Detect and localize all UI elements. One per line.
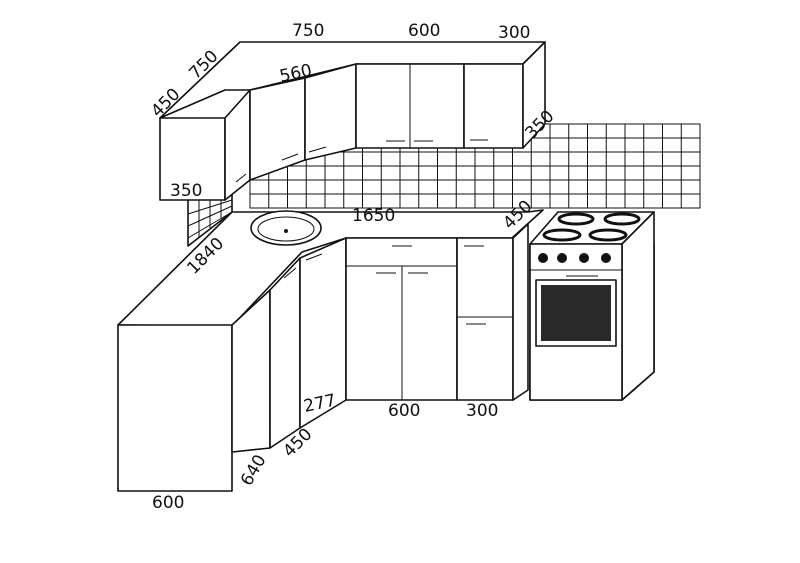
burner-icon	[557, 212, 595, 226]
base-cabinet-300	[456, 223, 529, 401]
knob-icon	[538, 253, 548, 263]
dim-upper-left-depth: 450	[147, 84, 184, 121]
dim-base-left-600: 600	[152, 493, 184, 513]
dim-upper-300: 300	[498, 23, 530, 43]
burner-icon	[588, 228, 628, 242]
base-cabinet-600	[345, 237, 458, 401]
stove	[529, 211, 655, 401]
upper-cabinet-corner	[249, 63, 357, 181]
dim-upper-depth-left: 350	[170, 181, 202, 201]
dim-base-600: 600	[388, 401, 420, 421]
dim-upper-top-width: 750	[292, 21, 324, 41]
base-cabinet-left	[117, 289, 271, 492]
sink	[250, 210, 322, 246]
burner-icon	[603, 212, 641, 226]
knob-icon	[557, 253, 567, 263]
dim-upper-600: 600	[408, 21, 440, 41]
upper-cabinet-300	[463, 41, 546, 149]
upper-cabinet-600	[355, 63, 465, 149]
knob-icon	[579, 253, 589, 263]
burner-icon	[542, 228, 582, 242]
upper-cabinet-left	[159, 89, 251, 201]
knob-icon	[601, 253, 611, 263]
dim-counter-1650: 1650	[352, 206, 395, 226]
dim-base-300: 300	[466, 401, 498, 421]
dim-base-640: 640	[237, 451, 271, 489]
base-cabinet-corner	[269, 237, 347, 449]
